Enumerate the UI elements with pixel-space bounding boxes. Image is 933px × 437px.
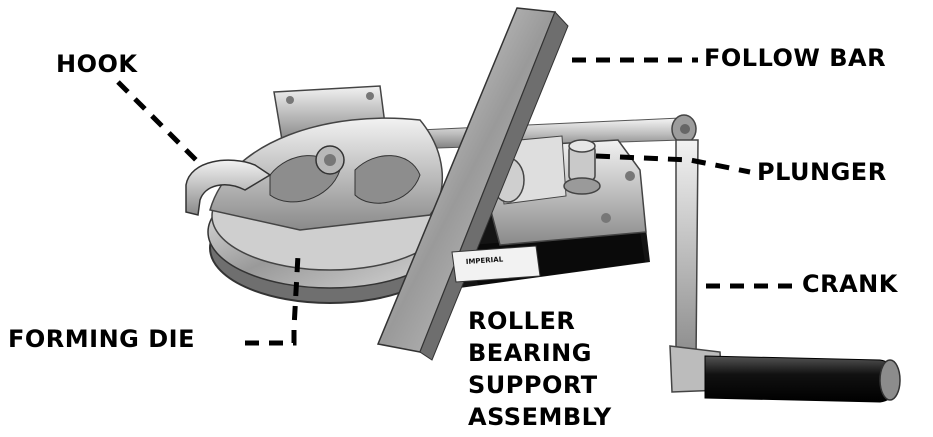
label-crank: CRANK: [802, 270, 898, 298]
crank-arm: [669, 139, 723, 393]
label-roller-line-3: SUPPORT: [468, 371, 598, 399]
hook-part: [185, 159, 272, 216]
leader-plunger: [595, 153, 751, 175]
label-follow-bar: FOLLOW BAR: [704, 44, 887, 72]
leader-forming-die: [245, 254, 301, 346]
leader-hook: [116, 80, 200, 164]
leader-lines: [116, 57, 796, 346]
label-roller-line-4: ASSEMBLY: [468, 403, 612, 431]
plunger-knob: [563, 139, 601, 195]
label-plunger: PLUNGER: [757, 158, 887, 186]
brand-plate-text: IMPERIAL: [466, 255, 504, 266]
brand-plate: IMPERIAL: [451, 245, 541, 283]
forming-die: [207, 117, 453, 304]
label-roller-line-2: BEARING: [468, 339, 592, 367]
label-forming-die: FORMING DIE: [8, 325, 195, 353]
label-roller-bearing-support-assembly: ROLLER BEARING SUPPORT ASSEMBLY: [468, 305, 612, 433]
label-hook: HOOK: [56, 50, 138, 78]
crank-handle: [704, 355, 901, 403]
label-roller-line-1: ROLLER: [468, 307, 576, 335]
